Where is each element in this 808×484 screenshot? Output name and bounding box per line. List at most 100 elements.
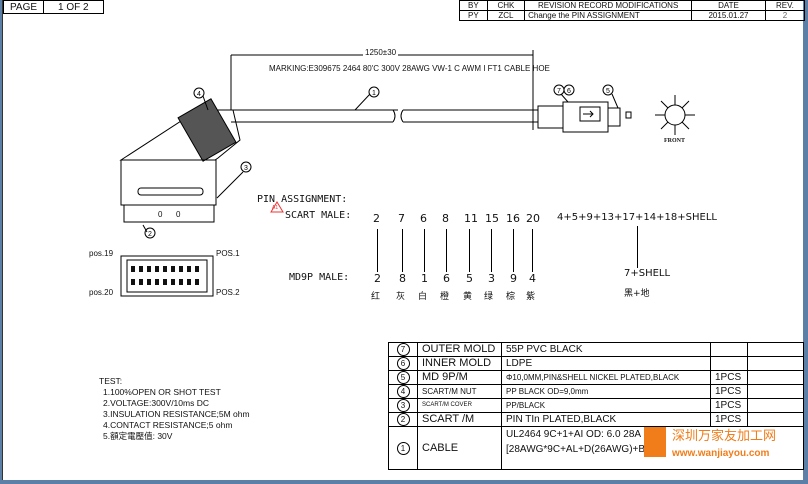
test-item: 4.CONTACT RESISTANCE;5 ohm — [103, 420, 233, 430]
part-qty — [710, 356, 748, 371]
part-name: CABLE — [417, 426, 502, 470]
test-item: 1.100%OPEN OR SHOT TEST — [103, 387, 221, 397]
wire-color: 绿 — [484, 292, 494, 302]
md9p-pin: 1 — [421, 272, 428, 285]
item-number: 6 — [396, 357, 410, 370]
scart-ground-pins: 4+5+9+13+17+14+18+SHELL — [557, 212, 717, 223]
callout-4: 4 — [197, 91, 201, 98]
part-qty: 1PCS — [710, 370, 748, 385]
item-number: 2 — [396, 413, 410, 426]
scart-pin: 20 — [526, 212, 540, 225]
ground-color: 黑+地 — [624, 289, 650, 299]
scart-pin: 16 — [506, 212, 520, 225]
wire-color: 白 — [418, 292, 428, 302]
callout-5: 5 — [606, 88, 610, 95]
scart-pin: 2 — [373, 212, 380, 225]
test-item: 2.VOLTAGE:300V/10ms DC — [103, 398, 209, 408]
md9p-pin: 4 — [529, 272, 536, 285]
watermark-url: www.wanjiayou.com — [672, 448, 770, 459]
callout-2: 2 — [148, 231, 152, 238]
item-number: 1 — [396, 441, 410, 455]
md9p-pin: 5 — [466, 272, 473, 285]
cable-desc-2: [28AWG*9C+AL+D(26AWG)+B] — [506, 444, 648, 455]
part-name: INNER MOLD — [417, 356, 502, 371]
part-qty — [710, 342, 748, 357]
part-desc: LDPE — [501, 356, 711, 371]
scart-pin: 15 — [485, 212, 499, 225]
md9p-pin: 8 — [399, 272, 406, 285]
md9p-male-label: MD9P MALE: — [289, 272, 350, 283]
page-label: PAGE — [2, 0, 45, 14]
part-qty: 1PCS — [710, 398, 748, 413]
callout-3: 3 — [244, 165, 248, 172]
md9p-pin: 3 — [488, 272, 495, 285]
scart-pin: 11 — [464, 212, 478, 225]
watermark-logo — [644, 427, 666, 457]
part-name: OUTER MOLD — [417, 342, 502, 357]
part-desc: Φ10,0MM,PIN&SHELL NICKEL PLATED,BLACK — [501, 370, 711, 385]
md9p-pin: 9 — [510, 272, 517, 285]
scart-pin: 6 — [420, 212, 427, 225]
warning-icon — [270, 201, 284, 213]
md9p-pin: 6 — [443, 272, 450, 285]
wire-color: 紫 — [526, 292, 536, 302]
item-number: 3 — [396, 399, 410, 412]
item-number: 7 — [396, 343, 410, 356]
wire-color: 棕 — [506, 292, 516, 302]
rev-cell: Change the PIN ASSIGNMENT — [524, 10, 693, 21]
part-qty: 1PCS — [710, 412, 748, 427]
wire-color: 黄 — [463, 292, 473, 302]
page-indicator: PAGE 1 OF 2 — [2, 0, 104, 14]
part-desc: PP BLACK OD=9,0mm — [501, 384, 711, 399]
length-dimension: 1250±30 — [363, 48, 399, 57]
wire-color: 橙 — [440, 292, 450, 302]
bom-row: 1 CABLE UL2464 9C+1+AI OD: 6.0 28A [28AWG… — [388, 426, 804, 470]
pos-19-label: pos.19 — [89, 249, 114, 258]
scart-male-label: SCART MALE: — [285, 210, 352, 221]
part-name: SCART/M NUT — [417, 384, 502, 399]
scart-pin-mark: 0 — [158, 210, 163, 219]
scart-pin: 7 — [398, 212, 405, 225]
part-desc: 55P PVC BLACK — [501, 342, 711, 357]
scart-pin-mark: 0 — [176, 210, 181, 219]
cable-desc: UL2464 9C+1+AI OD: 6.0 28A — [506, 429, 642, 440]
part-name: SCART/M COVER — [417, 398, 502, 413]
pos-2-label: POS.2 — [216, 288, 240, 297]
page-value: 1 OF 2 — [43, 0, 104, 14]
part-desc: PIN TIn PLATED,BLACK — [501, 412, 711, 427]
md9p-ground-pins: 7+SHELL — [624, 268, 671, 279]
front-label: FRONT — [664, 138, 685, 144]
pos-20-label: pos.20 — [89, 288, 114, 297]
watermark-name: 深圳万家友加工网 — [672, 428, 777, 443]
part-qty: 1PCS — [710, 384, 748, 399]
test-item: 5.額定電壓值: 30V — [103, 431, 173, 441]
pos-1-label: POS.1 — [216, 249, 240, 258]
item-number: 4 — [396, 385, 410, 398]
test-notes: TEST: 1.100%OPEN OR SHOT TEST 2.VOLTAGE:… — [99, 376, 250, 442]
rev-cell: 2 — [764, 10, 806, 21]
test-title: TEST: — [99, 376, 123, 386]
md9p-pin: 2 — [374, 272, 381, 285]
wire-color: 灰 — [396, 292, 406, 302]
item-number: 5 — [396, 371, 410, 384]
rev-cell: ZCL — [486, 10, 526, 21]
part-name: SCART /M — [417, 412, 502, 427]
pin-assignment-title: PIN ASSIGNMENT: — [257, 194, 348, 205]
wire-color: 红 — [371, 292, 381, 302]
cable-marking: MARKING:E309675 2464 80'C 300V 28AWG VW-… — [269, 64, 550, 73]
callout-6: 6 — [567, 88, 571, 95]
callout-1: 1 — [372, 90, 376, 97]
part-name: MD 9P/M — [417, 370, 502, 385]
part-desc: PP/BLACK — [501, 398, 711, 413]
test-item: 3.INSULATION RESISTANCE;5M ohm — [103, 409, 250, 419]
callout-7: 7 — [557, 88, 561, 95]
warning-badge: A1 — [272, 205, 279, 211]
